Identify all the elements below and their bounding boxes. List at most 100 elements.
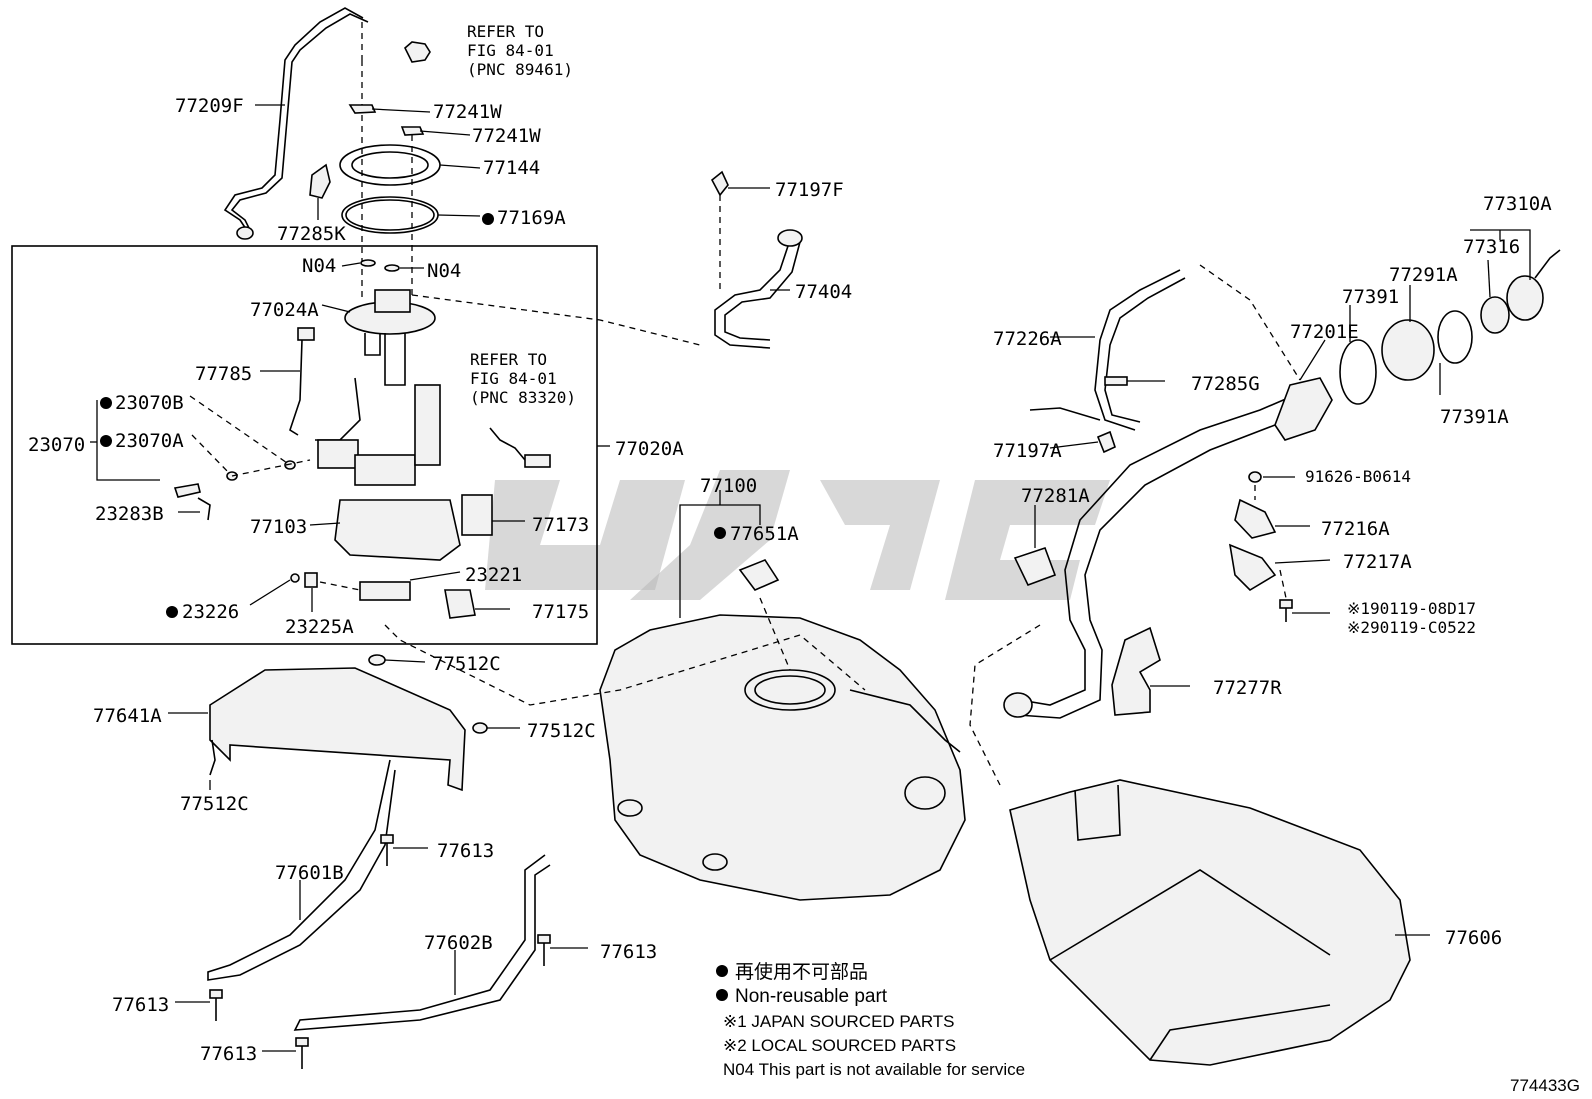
insulator-77651A <box>738 559 780 591</box>
sender-83320 <box>489 427 526 461</box>
label-23070: 23070 <box>28 434 85 456</box>
bolt-190119 <box>1279 599 1293 622</box>
nonreusable-dot <box>166 606 178 618</box>
label-77217A: 77217A <box>1343 551 1412 573</box>
strap-77602B <box>293 854 551 1031</box>
harness-77785 <box>289 331 311 436</box>
label-77241W-2: 77241W <box>472 125 541 147</box>
label-77316: 77316 <box>1463 236 1520 258</box>
label-77785: 77785 <box>195 363 252 385</box>
legend: 再使用不可部品 Non-reusable part ※1 JAPAN SOURC… <box>723 961 1025 1079</box>
label-77613-3: 77613 <box>112 994 169 1016</box>
label-77277R: 77277R <box>1213 677 1282 699</box>
label-77512C: 77512C <box>432 653 501 675</box>
bolt-77613-4 <box>295 1037 309 1069</box>
label-23226: 23226 <box>182 601 239 623</box>
label-77613-4: 77613 <box>200 1043 257 1065</box>
label-77285K: 77285K <box>277 223 346 245</box>
bolt-77613-2 <box>537 934 551 966</box>
label-77651A: 77651A <box>730 523 799 545</box>
label-77169A: 77169A <box>497 207 566 229</box>
gasket-77169A <box>341 196 439 234</box>
legend-dot-jp <box>716 965 728 977</box>
label-77144: 77144 <box>483 157 540 179</box>
gasket-77391A <box>1437 310 1473 364</box>
clamp-77285K <box>309 163 331 199</box>
ring-77316 <box>1480 296 1510 334</box>
label-77606: 77606 <box>1445 927 1502 949</box>
label-77281A: 77281A <box>1021 485 1090 507</box>
grommet-77512C-2 <box>472 722 488 734</box>
label-77285G: 77285G <box>1191 373 1260 395</box>
label-77391A: 77391A <box>1440 406 1509 428</box>
label-N04: N04 <box>302 255 336 277</box>
label-77512C-3: 77512C <box>180 793 249 815</box>
label-23283B: 23283B <box>95 503 164 525</box>
ring-23226 <box>290 573 300 583</box>
bolt-77613-3 <box>209 989 223 1021</box>
label-77201E: 77201E <box>1290 321 1359 343</box>
strap-77601B <box>207 759 396 981</box>
label-23070B: 23070B <box>115 392 184 414</box>
filler-pipe-77201E <box>1003 377 1333 719</box>
pump-23221 <box>359 581 411 601</box>
label-77613: 77613 <box>437 840 494 862</box>
part-N04-1 <box>360 259 376 267</box>
label-77209F: 77209F <box>175 95 244 117</box>
vent-tube-77209F <box>223 7 364 233</box>
svg-text:REFER TO: REFER TO <box>470 350 547 369</box>
gauge-sender-89461 <box>404 41 431 63</box>
pump-assembly-frame <box>11 245 598 645</box>
label-77291A: 77291A <box>1389 264 1458 286</box>
label-77391: 77391 <box>1342 286 1399 308</box>
cap-77310A <box>1506 275 1544 321</box>
tank-protector-77606 <box>1009 779 1411 1066</box>
fuel-tank-77100 <box>599 614 966 901</box>
protector-77641A <box>209 667 466 792</box>
bracket-77281A <box>1013 546 1057 587</box>
hose-77277R <box>1111 626 1161 716</box>
filter-leader-23070 <box>189 395 291 466</box>
ring-77291A <box>1381 319 1435 381</box>
part-N04-2 <box>384 264 400 272</box>
reference-middle: REFER TO FIG 84-01 (PNC 83320) <box>470 350 576 407</box>
label-23070A: 23070A <box>115 430 184 452</box>
fuel-pump-module <box>315 377 441 486</box>
nonreusable-dot <box>482 213 494 225</box>
legend-dot-en <box>716 989 728 1001</box>
fuel-pump-cover-77024A <box>344 289 436 386</box>
cover-77173 <box>461 494 493 536</box>
sub-tank-77103 <box>334 499 461 561</box>
legend-nonreusable-en: Non-reusable part <box>735 986 888 1007</box>
gasket-77391 <box>1339 339 1377 405</box>
cushion-23225A <box>304 572 318 588</box>
label-77310A: 77310A <box>1483 193 1552 215</box>
label-77173: 77173 <box>532 514 589 536</box>
hose-77404 <box>714 229 803 349</box>
legend-note-japan: ※1 JAPAN SOURCED PARTS <box>723 1012 955 1031</box>
label-77241W: 77241W <box>433 101 502 123</box>
bracket-77216A <box>1234 498 1277 539</box>
nonreusable-dot <box>714 527 726 539</box>
label-77197F: 77197F <box>775 179 844 201</box>
label-77103: 77103 <box>250 516 307 538</box>
diagram-id: 774433G <box>1510 1076 1580 1095</box>
label-77601B: 77601B <box>275 862 344 884</box>
clamp-77197F <box>710 170 729 197</box>
leader-lines <box>90 104 1531 1052</box>
breather-tube-77226A <box>1029 269 1186 431</box>
svg-text:(PNC 83320): (PNC 83320) <box>470 388 576 407</box>
label-77100: 77100 <box>700 475 757 497</box>
label-77613-2: 77613 <box>600 941 657 963</box>
label-N04-2: N04 <box>427 260 461 282</box>
label-290119-C0522: ※290119-C0522 <box>1347 618 1476 637</box>
label-77512C-2: 77512C <box>527 720 596 742</box>
reference-top: REFER TO FIG 84-01 (PNC 89461) <box>467 22 573 79</box>
bracket-77217A <box>1228 543 1277 592</box>
filter-23283B <box>173 483 201 498</box>
clip-77241W <box>348 104 377 114</box>
screw-91626 <box>1248 471 1262 483</box>
nonreusable-dot <box>100 397 112 409</box>
clamp-77197A <box>1096 430 1116 454</box>
